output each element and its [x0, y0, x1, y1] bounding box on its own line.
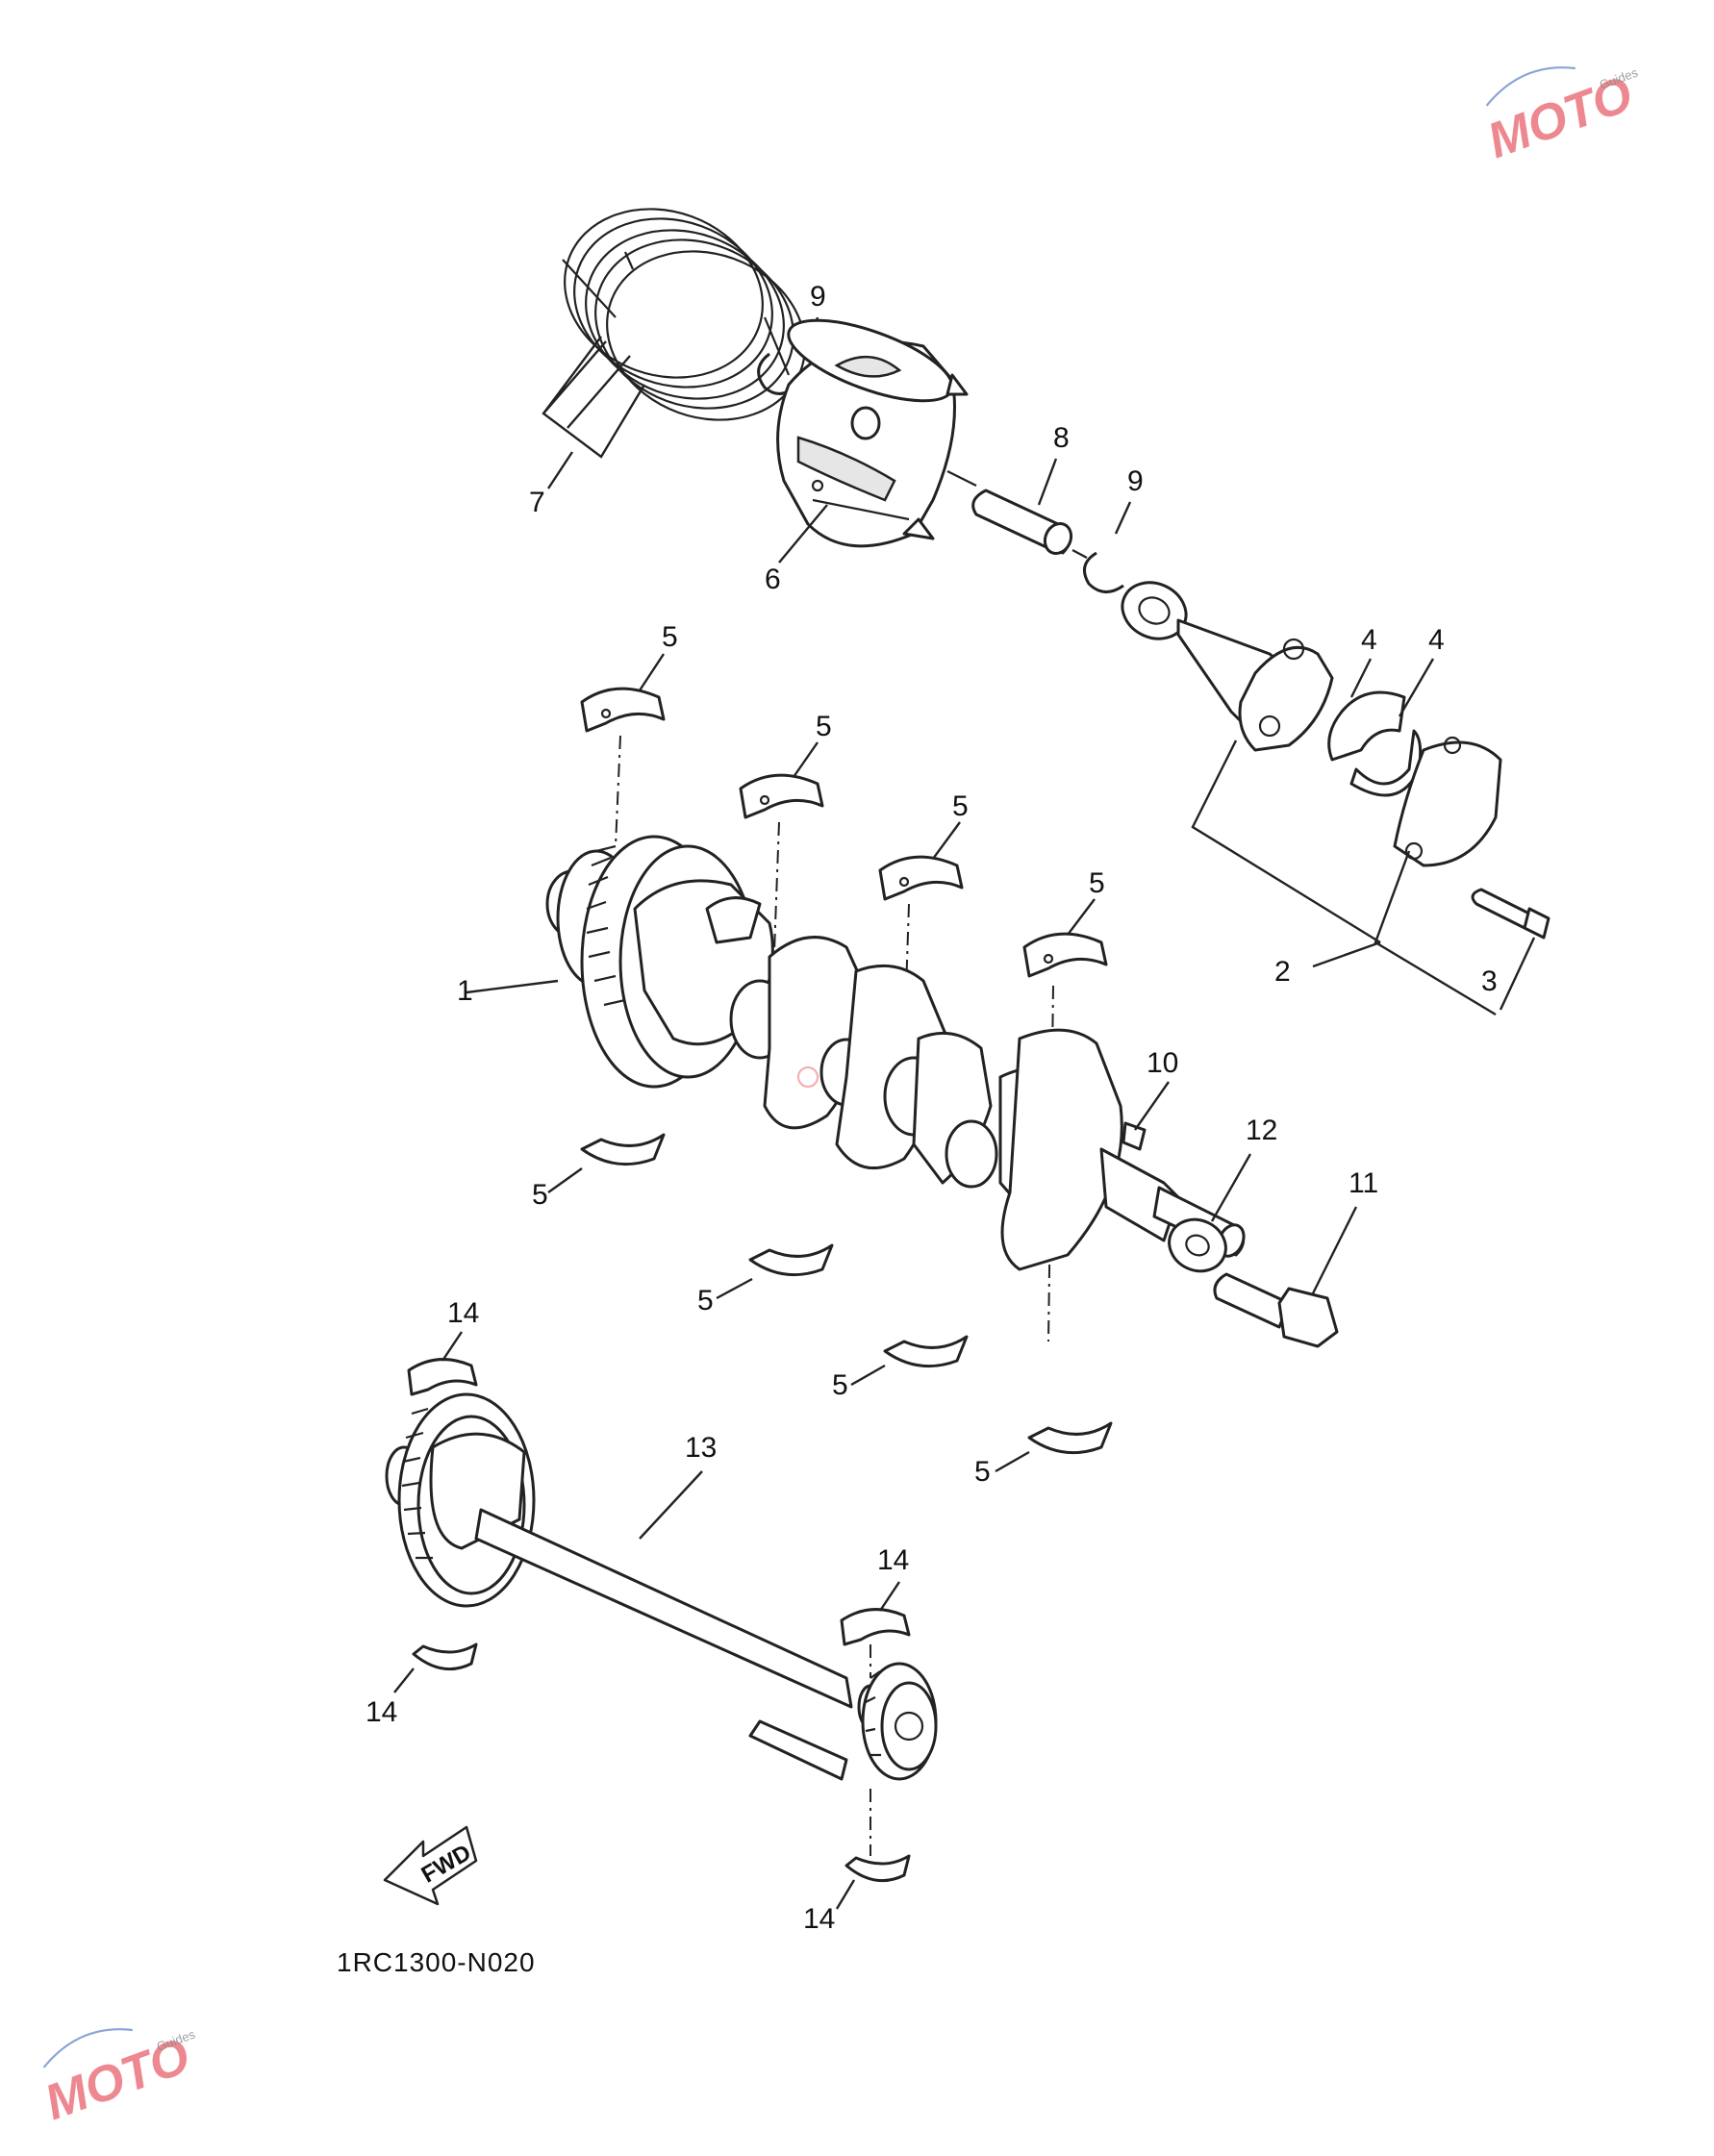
- callout-14: 14: [877, 1544, 909, 1576]
- rod-assembly-bracket: [1191, 740, 1497, 1016]
- callout-8: 8: [1053, 422, 1070, 454]
- main-bearing-upper: [580, 687, 666, 733]
- washer: [1168, 1217, 1227, 1273]
- callout-5: 5: [662, 621, 678, 653]
- forward-direction-arrow: FWD: [383, 1825, 478, 1906]
- callout-9: 9: [1127, 465, 1144, 497]
- callout-5: 5: [532, 1179, 548, 1211]
- balancer-bearing: [844, 1854, 911, 1883]
- balancer-bearing: [412, 1642, 478, 1671]
- watermark-top-right: MOTO Guides: [1480, 64, 1640, 169]
- main-bearing-lower: [748, 1243, 834, 1277]
- main-bearing-lower: [1027, 1421, 1113, 1455]
- balancer-bearing: [840, 1608, 911, 1646]
- connecting-rod: [1121, 581, 1334, 752]
- piston-pin: [946, 470, 1088, 559]
- main-bearing-upper: [1022, 932, 1108, 978]
- callout-5: 5: [832, 1369, 848, 1401]
- main-bearing-lower: [580, 1133, 666, 1166]
- balancer-bearing: [407, 1358, 478, 1396]
- crankshaft-bolt: [1213, 1272, 1339, 1348]
- callout-9: 9: [810, 281, 826, 313]
- callout-11: 11: [1349, 1167, 1378, 1199]
- callout-1: 1: [457, 975, 473, 1007]
- connecting-rod-cap: [1393, 736, 1502, 867]
- callout-3: 3: [1481, 965, 1498, 997]
- woodruff-key: [1122, 1121, 1147, 1151]
- main-bearing-upper: [878, 855, 964, 901]
- callout-6: 6: [765, 564, 781, 595]
- callout-12: 12: [1246, 1115, 1277, 1146]
- crankshaft: [545, 835, 1246, 1271]
- main-bearing-lower: [883, 1335, 969, 1368]
- callout-14: 14: [447, 1297, 479, 1329]
- callout-14: 14: [365, 1696, 397, 1728]
- callout-5: 5: [816, 711, 832, 742]
- diagram-code: 1RC1300-N020: [337, 1947, 536, 1977]
- ring-bracket: [542, 336, 646, 459]
- callout-5: 5: [974, 1456, 991, 1488]
- callout-4: 4: [1428, 624, 1445, 656]
- watermark-bottom-left: MOTO Guides: [38, 2026, 197, 2131]
- connecting-rod-bearing-lower: [1349, 729, 1423, 797]
- circlip: [1083, 551, 1124, 593]
- callout-5: 5: [697, 1285, 714, 1316]
- connecting-rod-bolt: [1471, 888, 1550, 940]
- main-bearing-upper: [739, 773, 824, 819]
- piston: [776, 318, 969, 548]
- callout-7: 7: [529, 487, 545, 518]
- connecting-rod-bearing-upper: [1327, 690, 1406, 762]
- callout-5: 5: [952, 790, 969, 822]
- balancer-shaft: [385, 1392, 938, 1781]
- callout-10: 10: [1147, 1047, 1178, 1079]
- callout-13: 13: [685, 1432, 717, 1464]
- callout-2: 2: [1274, 956, 1291, 988]
- callout-4: 4: [1361, 624, 1377, 656]
- piston-ring-set: [562, 208, 806, 421]
- callout-14: 14: [803, 1903, 835, 1935]
- callout-5: 5: [1089, 867, 1105, 899]
